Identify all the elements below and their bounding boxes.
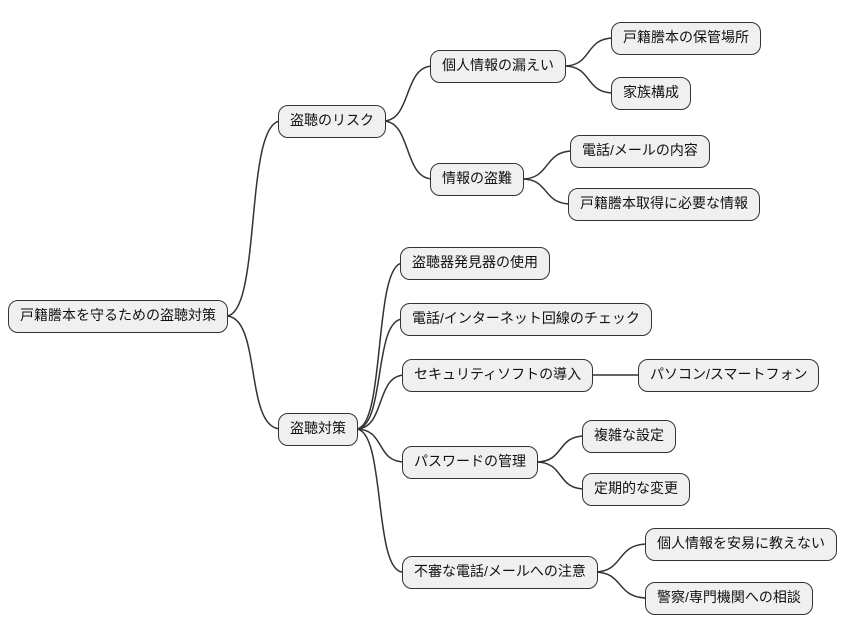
node-dont-share-personal-info: 個人情報を安易に教えない bbox=[645, 528, 837, 561]
node-pc-smartphone: パソコン/スマートフォン bbox=[638, 359, 820, 392]
node-koseki-acquisition-info: 戸籍謄本取得に必要な情報 bbox=[568, 188, 760, 221]
node-personal-info-leak: 個人情報の漏えい bbox=[430, 50, 566, 83]
node-root: 戸籍謄本を守るための盗聴対策 bbox=[8, 300, 228, 333]
edge-countermeasures-security-software bbox=[355, 374, 406, 430]
edge-countermeasures-suspicious-contact-caution bbox=[355, 428, 404, 573]
edge-password-management-complex-setting bbox=[535, 435, 586, 463]
node-security-software: セキュリティソフトの導入 bbox=[402, 359, 594, 392]
edge-countermeasures-password-management bbox=[355, 428, 406, 463]
edge-countermeasures-line-check bbox=[355, 318, 404, 430]
node-wiretap-risk: 盗聴のリスク bbox=[278, 105, 386, 138]
edge-countermeasures-bug-detector-use bbox=[355, 262, 404, 430]
edge-wiretap-risk-personal-info-leak bbox=[382, 65, 434, 122]
edge-info-theft-koseki-acquisition-info bbox=[521, 178, 572, 205]
node-password-management: パスワードの管理 bbox=[402, 446, 538, 479]
node-periodic-change: 定期的な変更 bbox=[582, 473, 690, 506]
node-family-structure: 家族構成 bbox=[611, 77, 691, 110]
edge-personal-info-leak-family-structure bbox=[563, 65, 615, 94]
edge-root-wiretap-countermeasures bbox=[225, 315, 282, 430]
node-consult-police-experts: 警察/専門機関への相談 bbox=[645, 582, 813, 615]
node-info-theft: 情報の盗難 bbox=[430, 163, 524, 196]
edge-root-wiretap-risk bbox=[225, 120, 282, 317]
edge-suspicious-contact-dont-share-personal-info bbox=[593, 543, 649, 573]
node-complex-setting: 複雑な設定 bbox=[582, 420, 676, 453]
edge-personal-info-leak-koseki-storage-location bbox=[563, 37, 615, 67]
node-phone-mail-content: 電話/メールの内容 bbox=[570, 135, 710, 168]
edge-password-management-periodic-change bbox=[535, 461, 586, 490]
edge-wiretap-risk-info-theft bbox=[382, 120, 434, 180]
node-wiretap-countermeasures: 盗聴対策 bbox=[278, 413, 358, 446]
edge-info-theft-phone-mail-content bbox=[521, 150, 574, 180]
edge-suspicious-contact-consult-police-experts bbox=[593, 571, 649, 599]
node-koseki-storage-location: 戸籍謄本の保管場所 bbox=[611, 22, 761, 55]
node-bug-detector-use: 盗聴器発見器の使用 bbox=[400, 247, 550, 280]
node-suspicious-contact-caution: 不審な電話/メールへの注意 bbox=[402, 556, 598, 589]
node-line-check: 電話/インターネット回線のチェック bbox=[400, 303, 652, 336]
